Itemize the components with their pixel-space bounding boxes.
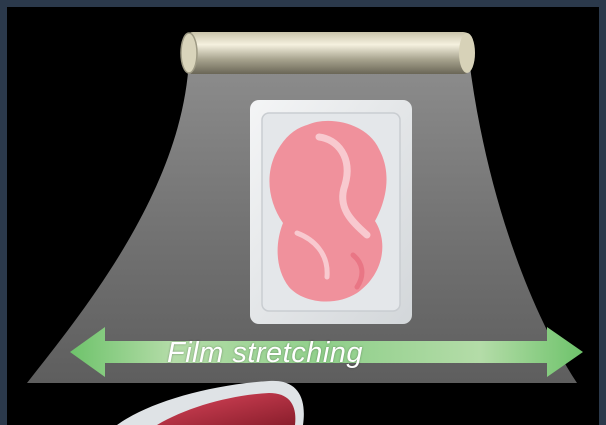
illustration-panel: Film stretching [7,7,599,425]
meat-tray-icon [250,100,412,324]
film-stretching-caption: Film stretching [167,337,467,377]
raw-meat-icon [117,381,304,425]
film-roll-icon [181,32,475,74]
